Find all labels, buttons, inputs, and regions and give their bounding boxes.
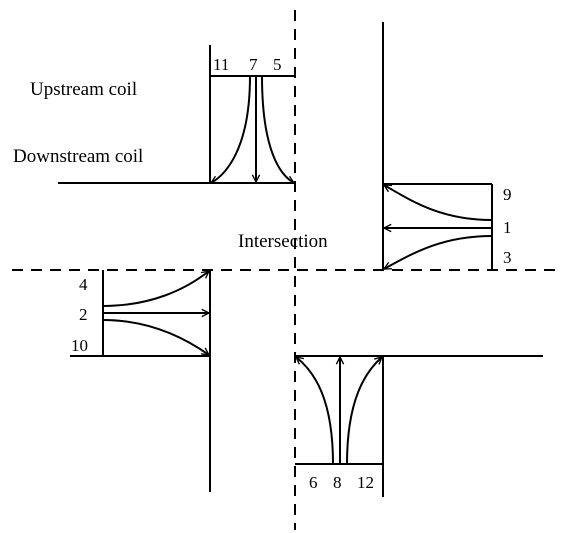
movement-number: 4	[79, 275, 88, 294]
west-approach	[70, 270, 211, 492]
north-right-turn-arrow	[211, 75, 251, 184]
movement-number: 7	[249, 55, 258, 74]
upstream-coil-label: Upstream coil	[30, 79, 137, 100]
movement-number: 8	[333, 473, 342, 492]
movement-number: 3	[503, 248, 512, 267]
north-approach	[58, 45, 295, 184]
north-left-turn-arrow	[261, 75, 294, 184]
movement-number: 1	[503, 218, 512, 237]
intersection-label: Intersection	[238, 231, 328, 252]
movement-number: 12	[357, 473, 374, 492]
west-right-turn-arrow	[102, 319, 209, 355]
movement-number: 5	[273, 55, 282, 74]
east-right-turn-arrow	[384, 235, 493, 270]
south-approach	[295, 355, 543, 497]
movement-number: 9	[503, 185, 512, 204]
movement-number: 6	[309, 473, 318, 492]
movement-number: 10	[71, 336, 88, 355]
south-left-turn-arrow	[296, 357, 334, 465]
movement-number: 11	[213, 55, 229, 74]
west-left-turn-arrow	[102, 271, 209, 307]
south-right-turn-arrow	[346, 357, 382, 465]
movement-number: 2	[79, 305, 88, 324]
east-approach	[382, 22, 493, 270]
downstream-coil-label: Downstream coil	[13, 146, 143, 167]
east-left-turn-arrow	[384, 184, 493, 221]
